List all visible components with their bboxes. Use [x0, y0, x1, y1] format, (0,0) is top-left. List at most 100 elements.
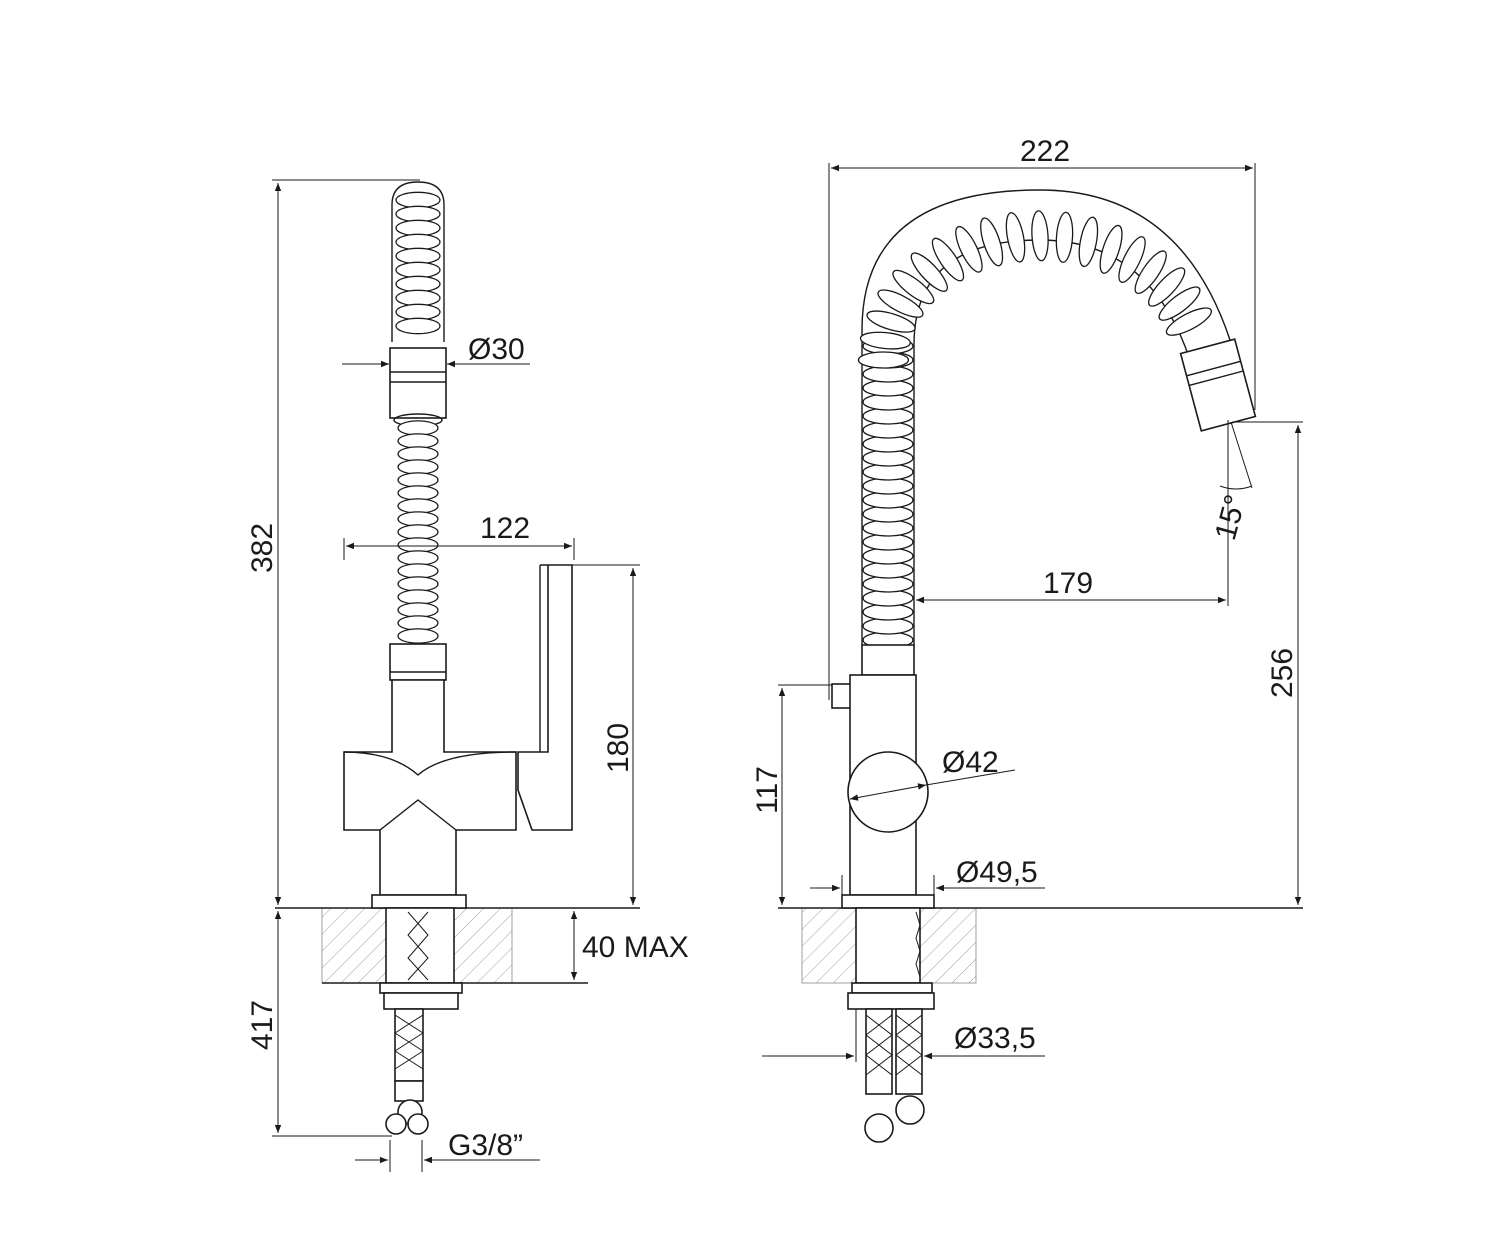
dim-label-33-5: Ø33,5	[954, 1022, 1036, 1055]
hose-coil-loop	[1078, 216, 1099, 268]
dim-connection: G3/8”	[355, 1129, 540, 1172]
hose-coil-loop	[1005, 212, 1026, 263]
hose-coil-loop	[980, 217, 1004, 267]
faucet-body	[343, 679, 517, 896]
hose-coil-loop	[397, 589, 439, 605]
hose-coil-loop	[877, 289, 924, 318]
side-view: 382 Ø30 122 180 40 MAX	[246, 179, 689, 1172]
dim-label-15deg: 15°	[1209, 491, 1253, 543]
hose-coil-loop	[395, 275, 441, 293]
dim-spray-diameter: Ø30	[342, 333, 530, 368]
hose-coil-loop	[397, 563, 439, 579]
hose-coil-loop	[395, 289, 441, 307]
hose-coil-loop	[395, 247, 441, 265]
base-flange	[371, 894, 467, 909]
dim-label-256: 256	[1266, 648, 1299, 698]
dim-spout-angle: 15°	[1209, 421, 1253, 544]
dim-label-30: Ø30	[468, 333, 525, 366]
dim-label-222: 222	[1020, 135, 1070, 168]
hose-coil-loop	[395, 219, 441, 237]
hose-coil-loop	[397, 576, 439, 592]
hose-coil-loop	[397, 628, 439, 644]
deck-hatch-left	[321, 907, 387, 984]
hose-coil-loop	[1158, 286, 1201, 321]
mounting-shank-front	[855, 907, 921, 984]
hose-coil-loop	[395, 191, 441, 209]
hose-coil-loop	[397, 602, 439, 618]
hose-coil-loop	[395, 303, 441, 321]
hose-coil-loop	[910, 252, 948, 292]
gooseneck-hose	[857, 189, 1231, 649]
hose-coil-loop	[859, 331, 911, 350]
hose-coil-loop	[395, 205, 441, 223]
lever-handle[interactable]	[517, 564, 573, 831]
dim-total-height: 382	[246, 179, 420, 905]
dim-spout-height: 256	[1232, 421, 1303, 905]
hose-coil-loop	[397, 615, 439, 631]
spout-collar-front	[861, 644, 915, 676]
hose-coil-loop	[397, 511, 439, 527]
hose-coil-loop	[1099, 224, 1123, 274]
deck-hatch-right	[453, 907, 513, 984]
deck-hatch-left-front	[801, 907, 857, 984]
dim-label-40max: 40 MAX	[582, 931, 689, 964]
spray-hose-lower	[397, 420, 439, 644]
dim-label-180: 180	[602, 723, 635, 773]
supply-hoses	[385, 1008, 429, 1135]
hose-coil-loop	[395, 317, 441, 335]
hose-coil-loop	[1134, 250, 1167, 295]
dim-lever-height: 180	[572, 564, 640, 905]
hose-coil-loop	[892, 269, 935, 305]
dim-handle-diameter: Ø42	[849, 746, 1016, 801]
hose-coil-loop	[397, 472, 439, 488]
spout-collar	[389, 643, 447, 681]
hose-coil-loop	[397, 498, 439, 514]
hose-coil-loop	[395, 261, 441, 279]
supply-hoses-front	[864, 1008, 925, 1143]
dim-label-382: 382	[246, 523, 279, 573]
hose-coil-loop	[397, 485, 439, 501]
dim-below-deck: 417	[246, 911, 392, 1137]
hose-coil-loop	[397, 537, 439, 553]
dim-label-49-5: Ø49,5	[956, 856, 1038, 889]
dim-deck-thickness: 40 MAX	[570, 911, 689, 980]
base-flange-front	[841, 894, 935, 909]
hose-coil-loop	[397, 524, 439, 540]
hose-coil-loop	[395, 233, 441, 251]
hose-coil-loop	[1118, 236, 1146, 283]
dim-label-122: 122	[480, 512, 530, 545]
spray-head	[389, 347, 447, 427]
hose-coil-loop	[397, 420, 439, 436]
lock-nut-front	[847, 992, 935, 1010]
hose-coil-loop	[397, 459, 439, 475]
dim-label-g38: G3/8”	[448, 1129, 523, 1162]
hose-coil-loop	[955, 225, 983, 273]
dim-base-diameter: Ø49,5	[810, 856, 1045, 895]
hose-coil-loop	[1031, 210, 1049, 262]
front-view: 222 179 15° 256 117	[751, 135, 1303, 1143]
lock-nut	[383, 992, 459, 1010]
hose-coil-loop	[397, 446, 439, 462]
hose-coil-loop	[397, 433, 439, 449]
hose-coil-loop	[931, 237, 965, 282]
hose-coil-loop	[1055, 211, 1074, 263]
dim-handle-height: 117	[751, 684, 832, 905]
dim-body-width: 122	[343, 512, 575, 560]
dim-shank-diameter: Ø33,5	[762, 1009, 1045, 1062]
deck-hatch-right-front	[919, 907, 977, 984]
dim-label-117: 117	[751, 766, 784, 814]
dim-spout-reach: 179	[916, 420, 1229, 606]
dim-label-179: 179	[1043, 567, 1093, 600]
spray-head-front	[1179, 338, 1257, 432]
dim-label-417: 417	[246, 1000, 279, 1050]
hose-coil-loop	[866, 310, 916, 333]
hose-coil-loop	[1165, 307, 1213, 336]
hose-coil-loop	[1148, 267, 1186, 307]
hose-coil-loop	[397, 550, 439, 566]
dim-reach-width: 222	[828, 135, 1256, 700]
hose-coil-loop	[857, 351, 910, 369]
lock-washer	[379, 982, 463, 994]
dim-label-42: Ø42	[942, 746, 999, 779]
spray-hose-upper	[391, 181, 445, 342]
